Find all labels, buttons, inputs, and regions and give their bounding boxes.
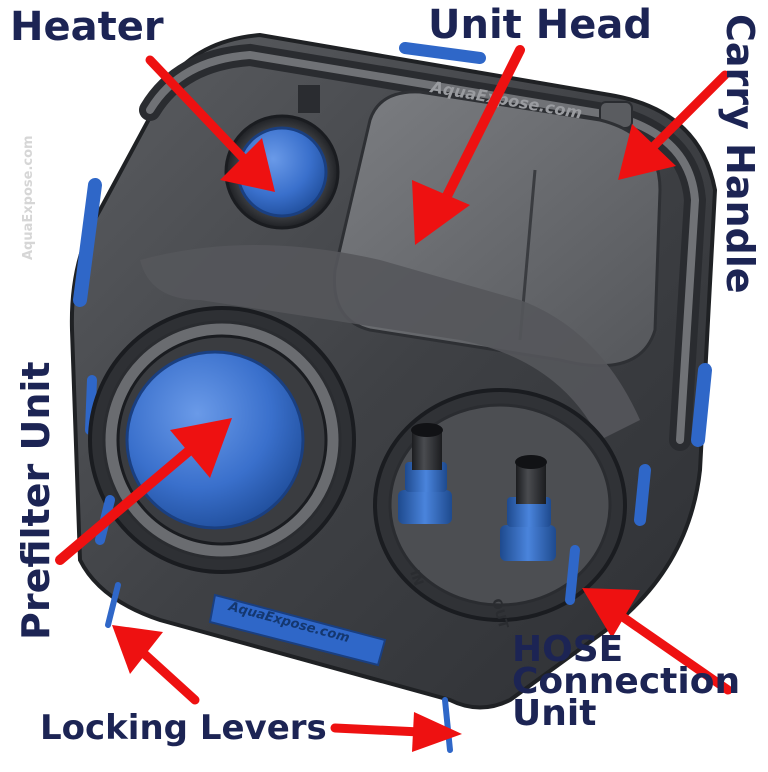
arrow-locking-right (330, 712, 462, 752)
arrow-hose (582, 588, 733, 695)
label-hose-line3: Unit (512, 693, 597, 734)
watermark-side: AquaExpose.com (21, 135, 36, 260)
arrow-locking-left (112, 625, 200, 705)
arrow-heater (145, 55, 275, 192)
in-port (398, 423, 452, 524)
label-heater: Heater (10, 4, 164, 50)
arrow-carry-handle (618, 70, 730, 180)
arrow-prefilter (55, 418, 232, 565)
label-hose-line1: HOSE (512, 629, 624, 670)
unit-head (140, 90, 662, 440)
heater-cap (224, 85, 340, 230)
out-port (500, 455, 556, 561)
label-carry-handle: Carry Handle (718, 14, 762, 294)
label-prefilter-unit: Prefilter Unit (14, 361, 58, 640)
arrow-unit-head (412, 45, 525, 245)
label-locking-levers: Locking Levers (40, 708, 327, 748)
label-unit-head: Unit Head (428, 2, 652, 48)
label-hose-line2: Connection (512, 661, 741, 702)
in-port-label: IN (406, 568, 425, 588)
locking-levers (105, 582, 453, 753)
hose-connection: IN OUT (373, 388, 627, 631)
